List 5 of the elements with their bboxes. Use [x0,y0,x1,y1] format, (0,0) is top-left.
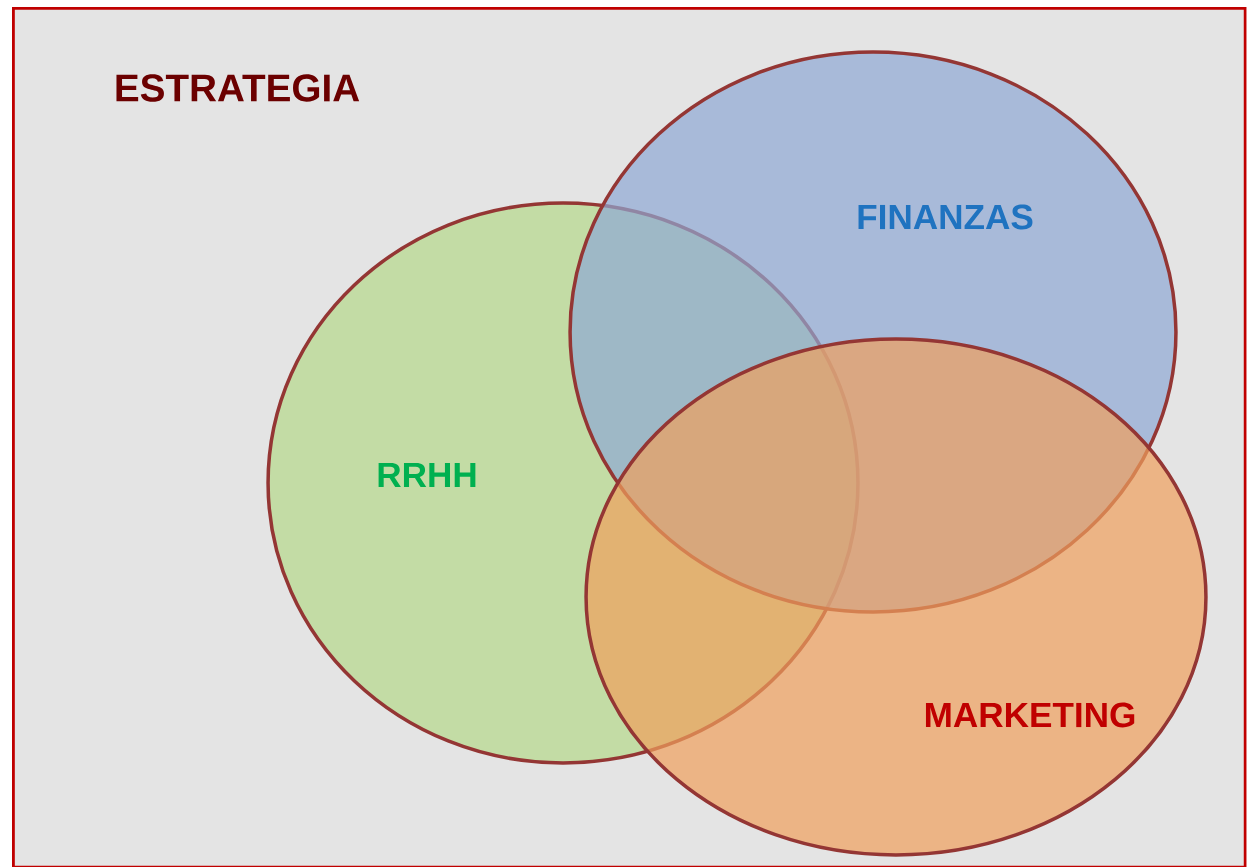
venn-label: MARKETING [925,702,1135,728]
venn-label: FINANZAS [858,204,1033,230]
venn-label: RRHH [378,462,476,488]
title: ESTRATEGIA [116,74,360,102]
venn-ellipse [584,337,1208,857]
